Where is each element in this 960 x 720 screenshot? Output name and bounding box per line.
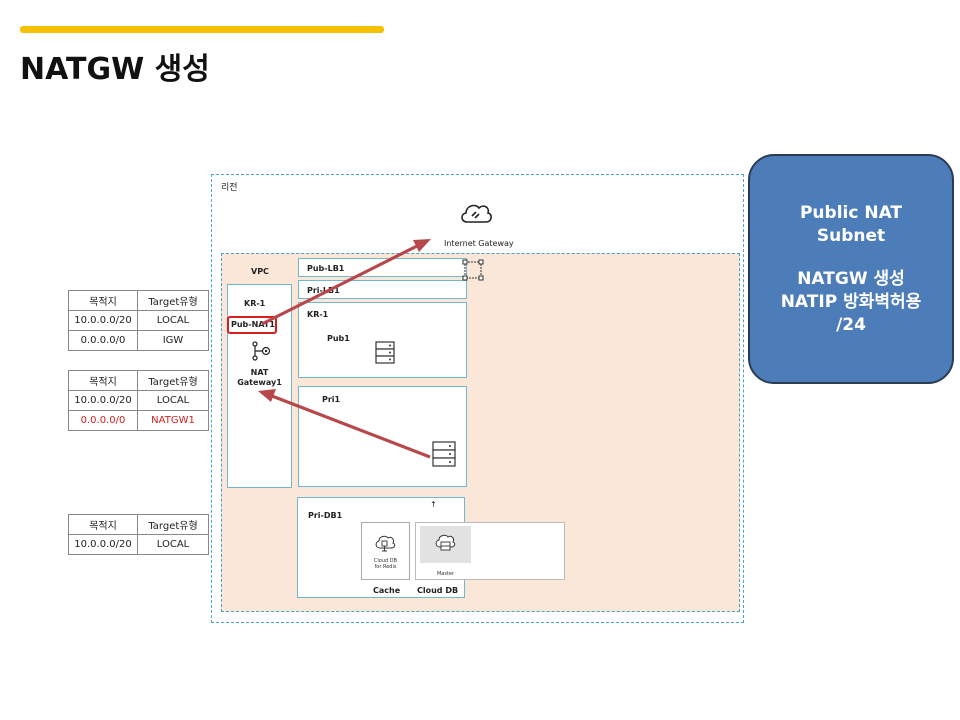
region-boundary xyxy=(211,174,744,623)
header-target-type: Target유형 xyxy=(137,514,209,535)
region-label: 리전 xyxy=(221,183,238,193)
vpc-label: VPC xyxy=(251,267,269,276)
pub-nat-subnet-highlight[interactable] xyxy=(227,316,277,334)
pub-nat-label: Pub-NAT1 xyxy=(231,320,275,329)
kr1-left-label: KR-1 xyxy=(244,299,266,308)
master-label: Master xyxy=(436,571,455,577)
pri-lb-label: Pri-LB1 xyxy=(307,286,340,295)
pri-db-label: Pri-DB1 xyxy=(308,511,343,520)
title-accent-bar xyxy=(20,26,384,33)
server-icon xyxy=(375,341,395,364)
pri1-label: Pri1 xyxy=(322,395,341,404)
header-target-type: Target유형 xyxy=(137,290,209,311)
pub1-subnet[interactable] xyxy=(298,302,467,378)
page-title: NATGW 생성 xyxy=(20,52,210,87)
pri1-subnet[interactable] xyxy=(298,386,467,487)
nat-to-igw-arrow xyxy=(261,244,418,326)
server-icon xyxy=(432,441,456,467)
public-nat-subnet-callout: Public NAT Subnet NATGW 생성 NATIP 방화벽허용 /… xyxy=(748,154,954,384)
redis-card[interactable] xyxy=(361,522,410,580)
header-destination: 목적지 xyxy=(68,370,138,391)
internet-gateway-label: Internet Gateway xyxy=(444,239,514,248)
nat-to-igw-arrowhead xyxy=(413,239,431,252)
private-to-nat-arrow xyxy=(271,394,431,459)
cache-label: Cache xyxy=(373,586,401,595)
header-destination: 목적지 xyxy=(68,290,138,311)
nat-gateway-icon xyxy=(252,341,271,361)
internet-gateway-cloud-icon xyxy=(461,204,492,223)
private-to-nat-arrowhead xyxy=(258,389,276,402)
pub-lb-subnet[interactable] xyxy=(298,258,467,277)
redis-cloud-icon xyxy=(375,535,396,552)
cloud-db-label: Cloud DB xyxy=(417,586,459,595)
kr1-right-label: KR-1 xyxy=(307,310,329,319)
database-cloud-icon xyxy=(435,534,456,551)
pub1-label: Pub1 xyxy=(327,334,350,343)
header-target-type: Target유형 xyxy=(137,370,209,391)
up-arrow-icon: ↑ xyxy=(430,500,437,509)
header-destination: 목적지 xyxy=(68,514,138,535)
pub-lb-label: Pub-LB1 xyxy=(307,264,345,273)
load-balancer-icon xyxy=(462,259,484,281)
